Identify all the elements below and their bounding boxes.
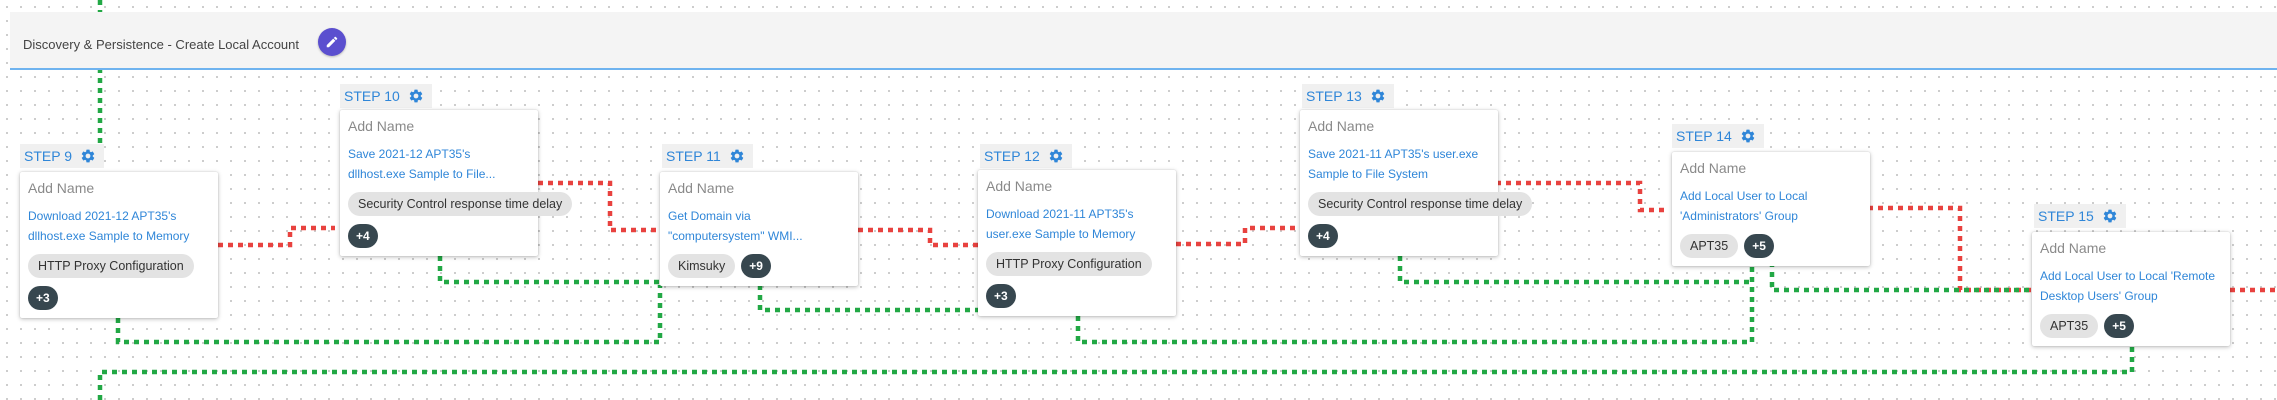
add-name-field[interactable]: Add Name <box>986 178 1053 194</box>
step-card[interactable]: Add Name Download 2021-11 APT35's user.e… <box>978 170 1176 316</box>
step-label: STEP 15 <box>2034 204 2126 228</box>
add-name-field[interactable]: Add Name <box>668 180 735 196</box>
step-card[interactable]: Add Name Save 2021-11 APT35's user.exe S… <box>1300 110 1533 256</box>
step-label: STEP 10 <box>340 84 432 108</box>
chip-row: APT35 +5 <box>2040 314 2222 338</box>
tag-chip[interactable]: Kimsuky <box>668 254 736 278</box>
action-link[interactable]: Add Local User to Local 'Remote Desktop … <box>2040 269 2216 303</box>
step-label: STEP 13 <box>1302 84 1394 108</box>
tag-chip[interactable]: APT35 <box>2040 314 2099 338</box>
action-link[interactable]: Save 2021-11 APT35's user.exe Sample to … <box>1308 147 1479 181</box>
action-link[interactable]: Download 2021-11 APT35's user.exe Sample… <box>986 207 1136 241</box>
more-tags-chip[interactable]: +9 <box>741 254 771 278</box>
step-card[interactable]: Add Name Download 2021-12 APT35's dllhos… <box>20 172 218 318</box>
more-tags-chip[interactable]: +4 <box>1308 224 1338 248</box>
tag-chip[interactable]: HTTP Proxy Configuration <box>986 252 1152 276</box>
chip-row: Kimsuky +9 <box>668 254 850 278</box>
step-card[interactable]: Add Name Get Domain via "computersystem"… <box>660 172 858 286</box>
action-link[interactable]: Download 2021-12 APT35's dllhost.exe Sam… <box>28 209 190 243</box>
step-card[interactable]: Add Name Save 2021-12 APT35's dllhost.ex… <box>340 110 573 256</box>
chip-row: Security Control response time delay <box>348 192 573 216</box>
red-connector-9-10 <box>218 225 335 248</box>
chip-row: HTTP Proxy Configuration <box>986 252 1168 276</box>
step-number: STEP 15 <box>2038 208 2094 224</box>
more-tags-chip[interactable]: +5 <box>2104 314 2134 338</box>
gear-icon[interactable] <box>1368 86 1388 106</box>
red-connector-14-15 <box>1868 205 2032 293</box>
step-card[interactable]: Add Name Add Local User to Local 'Admini… <box>1672 152 1870 266</box>
green-connector-9-loop <box>115 285 663 345</box>
gear-icon[interactable] <box>1738 126 1758 146</box>
scenario-header: Discovery & Persistence - Create Local A… <box>10 12 2277 70</box>
step-label: STEP 12 <box>980 144 1072 168</box>
step-label: STEP 11 <box>662 144 753 168</box>
step-label: STEP 9 <box>20 144 104 168</box>
gear-icon[interactable] <box>78 146 98 166</box>
step-number: STEP 13 <box>1306 88 1362 104</box>
edit-title-button[interactable] <box>318 28 346 56</box>
tag-chip[interactable]: APT35 <box>1680 234 1739 258</box>
gear-icon[interactable] <box>2100 206 2120 226</box>
green-connector-14-loop <box>1769 262 2032 293</box>
add-name-field[interactable]: Add Name <box>1308 118 1375 134</box>
add-name-field[interactable]: Add Name <box>348 118 415 134</box>
green-connector-13-loop <box>1397 256 1752 285</box>
chip-row: HTTP Proxy Configuration <box>28 254 210 278</box>
step-number: STEP 9 <box>24 148 72 164</box>
action-link[interactable]: Add Local User to Local 'Administrators'… <box>1680 189 1808 223</box>
tag-chip[interactable]: Security Control response time delay <box>1308 192 1533 216</box>
red-connector-13-14 <box>1496 180 1668 213</box>
red-connector-12-13 <box>1176 225 1298 247</box>
green-connector-11-loop <box>757 285 978 313</box>
add-name-field[interactable]: Add Name <box>2040 240 2107 256</box>
chip-row: Security Control response time delay <box>1308 192 1533 216</box>
red-connector-10-11 <box>538 180 660 233</box>
add-name-field[interactable]: Add Name <box>1680 160 1747 176</box>
red-connector-11-12 <box>858 227 978 248</box>
green-connector-15-loop <box>97 347 2135 400</box>
chip-row: +3 <box>28 286 210 310</box>
step-number: STEP 12 <box>984 148 1040 164</box>
step-number: STEP 10 <box>344 88 400 104</box>
chip-row: +3 <box>986 284 1168 308</box>
more-tags-chip[interactable]: +5 <box>1744 234 1774 258</box>
step-card[interactable]: Add Name Add Local User to Local 'Remote… <box>2032 232 2230 346</box>
more-tags-chip[interactable]: +3 <box>28 286 58 310</box>
step-label: STEP 14 <box>1672 124 1764 148</box>
gear-icon[interactable] <box>1046 146 1066 166</box>
gear-icon[interactable] <box>406 86 426 106</box>
chip-row: APT35 +5 <box>1680 234 1862 258</box>
green-connector-12-loop <box>1075 262 1755 345</box>
add-name-field[interactable]: Add Name <box>28 180 95 196</box>
action-link[interactable]: Save 2021-12 APT35's dllhost.exe Sample … <box>348 147 496 181</box>
pencil-icon <box>326 36 338 48</box>
connector-lines <box>97 0 2277 400</box>
action-link[interactable]: Get Domain via "computersystem" WMI... <box>668 209 803 243</box>
scenario-title: Discovery & Persistence - Create Local A… <box>23 37 300 52</box>
step-number: STEP 14 <box>1676 128 1732 144</box>
tag-chip[interactable]: Security Control response time delay <box>348 192 573 216</box>
more-tags-chip[interactable]: +4 <box>348 224 378 248</box>
step-number: STEP 11 <box>666 148 721 164</box>
chip-row: +4 <box>348 224 530 248</box>
more-tags-chip[interactable]: +3 <box>986 284 1016 308</box>
gear-icon[interactable] <box>727 146 747 166</box>
tag-chip[interactable]: HTTP Proxy Configuration <box>28 254 194 278</box>
chip-row: +4 <box>1308 224 1490 248</box>
